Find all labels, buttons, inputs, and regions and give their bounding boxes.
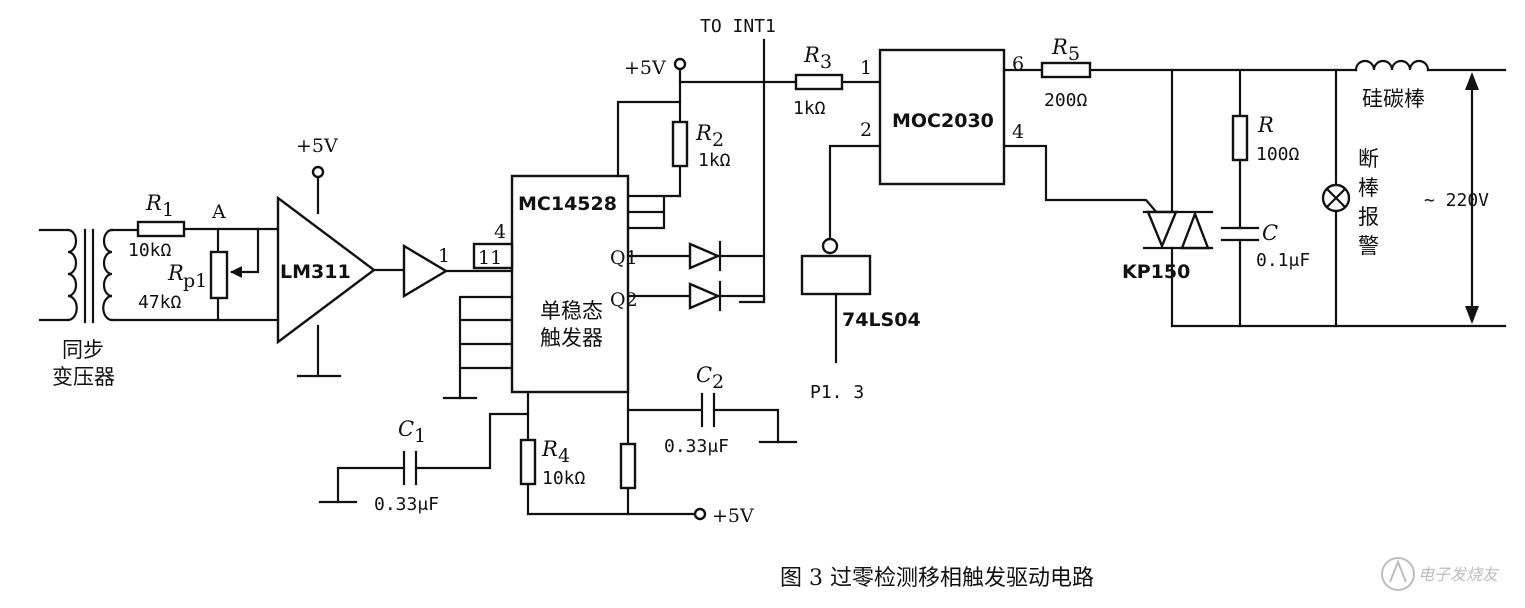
heater-inductor <box>1354 59 1430 72</box>
inverter-bubble <box>821 237 839 255</box>
vcc-terminal-bottom <box>693 507 707 521</box>
triac-kp150-a <box>1146 210 1178 250</box>
diode-q2 <box>688 282 722 310</box>
mains-label: ~ 220V <box>1424 190 1489 211</box>
lamp-char-3: 报 <box>1358 205 1379 229</box>
resistor-r-snubber <box>1231 114 1249 162</box>
heater-label: 硅碳棒 <box>1362 87 1425 111</box>
mc14528-chip <box>510 174 630 394</box>
opto-pin6: 6 <box>1012 53 1024 75</box>
potentiometer-rp1 <box>209 250 229 300</box>
rp1-value: 47kΩ <box>138 292 182 313</box>
node-a-label: A <box>211 201 226 223</box>
c-snubber-value: 0.1μF <box>1256 250 1310 271</box>
triac-name: KP150 <box>1122 261 1190 283</box>
r4-name: R <box>541 437 558 461</box>
chip-name: MC14528 <box>518 193 617 215</box>
lamp-char-2: 棒 <box>1358 176 1379 200</box>
r5-sub: 5 <box>1068 43 1080 65</box>
resistor-r5 <box>1040 61 1092 79</box>
opto-pin1: 1 <box>860 57 872 79</box>
triac-kp150-b <box>1180 210 1210 250</box>
rp1-name: R <box>167 261 184 285</box>
opto-name: MOC2030 <box>892 110 994 132</box>
c1-sub: 1 <box>414 425 426 447</box>
r3-sub: 3 <box>820 51 832 73</box>
comparator-name: LM311 <box>280 261 351 283</box>
resistor-r1 <box>136 220 186 238</box>
lamp-char-4: 警 <box>1358 234 1379 258</box>
r2-value: 1kΩ <box>698 150 731 171</box>
diode-q1 <box>688 242 722 270</box>
lamp-char-1: 断 <box>1358 147 1379 171</box>
r1-value: 10kΩ <box>128 240 172 261</box>
r2-name: R <box>695 121 712 145</box>
figure-caption: 图 3 过零检测移相触发驱动电路 <box>780 566 1094 591</box>
moc2030-optocoupler <box>878 48 1006 186</box>
resistor-r3 <box>794 73 844 91</box>
to-int1-label: TO INT1 <box>700 16 776 37</box>
inverter-name: 74LS04 <box>842 309 921 331</box>
inverter-74ls04 <box>800 254 872 296</box>
watermark-text: 电子发烧友 <box>1418 566 1500 584</box>
c1-name: C <box>398 417 414 441</box>
supply-bottom: +5V <box>712 505 754 527</box>
chip-pin11: 11 <box>478 247 502 269</box>
comparator-supply: +5V <box>296 135 338 157</box>
c2-sub: 2 <box>712 371 724 393</box>
r-snubber-value: 100Ω <box>1256 144 1300 165</box>
lamp-label: 断 棒 报 警 <box>1358 147 1379 258</box>
r3-name: R <box>803 43 820 67</box>
sync-transformer <box>38 228 280 324</box>
opto-pin2: 2 <box>860 119 872 141</box>
lm311-comparator <box>276 195 376 345</box>
vcc-terminal-lm311 <box>311 165 325 179</box>
r4-sub: 4 <box>558 445 570 467</box>
chip-desc-2: 触发器 <box>540 326 603 350</box>
chip-pin4: 4 <box>494 221 506 243</box>
c-snubber-name: C <box>1262 221 1278 245</box>
chip-q2-label: Q2 <box>610 289 638 311</box>
vcc-terminal-top <box>673 57 687 71</box>
c1-value: 0.33μF <box>374 494 439 515</box>
c2-value: 0.33μF <box>664 436 729 457</box>
buffer-pin: 1 <box>438 245 450 267</box>
r1-name: R <box>145 191 162 215</box>
r1-sub: 1 <box>162 199 174 221</box>
resistor-r4 <box>519 438 537 486</box>
chip-q1-label: Q1 <box>610 247 638 269</box>
chip-desc-1: 单稳态 <box>540 299 603 323</box>
inverter-output: P1. 3 <box>810 382 864 403</box>
supply-top: +5V <box>624 57 666 79</box>
r4-value: 10kΩ <box>542 468 586 489</box>
r3-value: 1kΩ <box>793 98 826 119</box>
r2-sub: 2 <box>712 129 724 151</box>
r5-name: R <box>1051 35 1068 59</box>
watermark: 电子发烧友 <box>1381 557 1500 591</box>
r-snubber-name: R <box>1257 113 1274 137</box>
r5-value: 200Ω <box>1044 90 1088 111</box>
c2-name: C <box>696 363 712 387</box>
buffer-gate <box>402 243 449 299</box>
rp1-sub: p1 <box>183 270 207 292</box>
transformer-label-2: 变压器 <box>52 365 115 389</box>
opto-pin4: 4 <box>1012 121 1024 143</box>
resistor-r2 <box>671 120 689 168</box>
resistor-timing <box>619 442 637 490</box>
transformer-label-1: 同步 <box>62 338 104 362</box>
